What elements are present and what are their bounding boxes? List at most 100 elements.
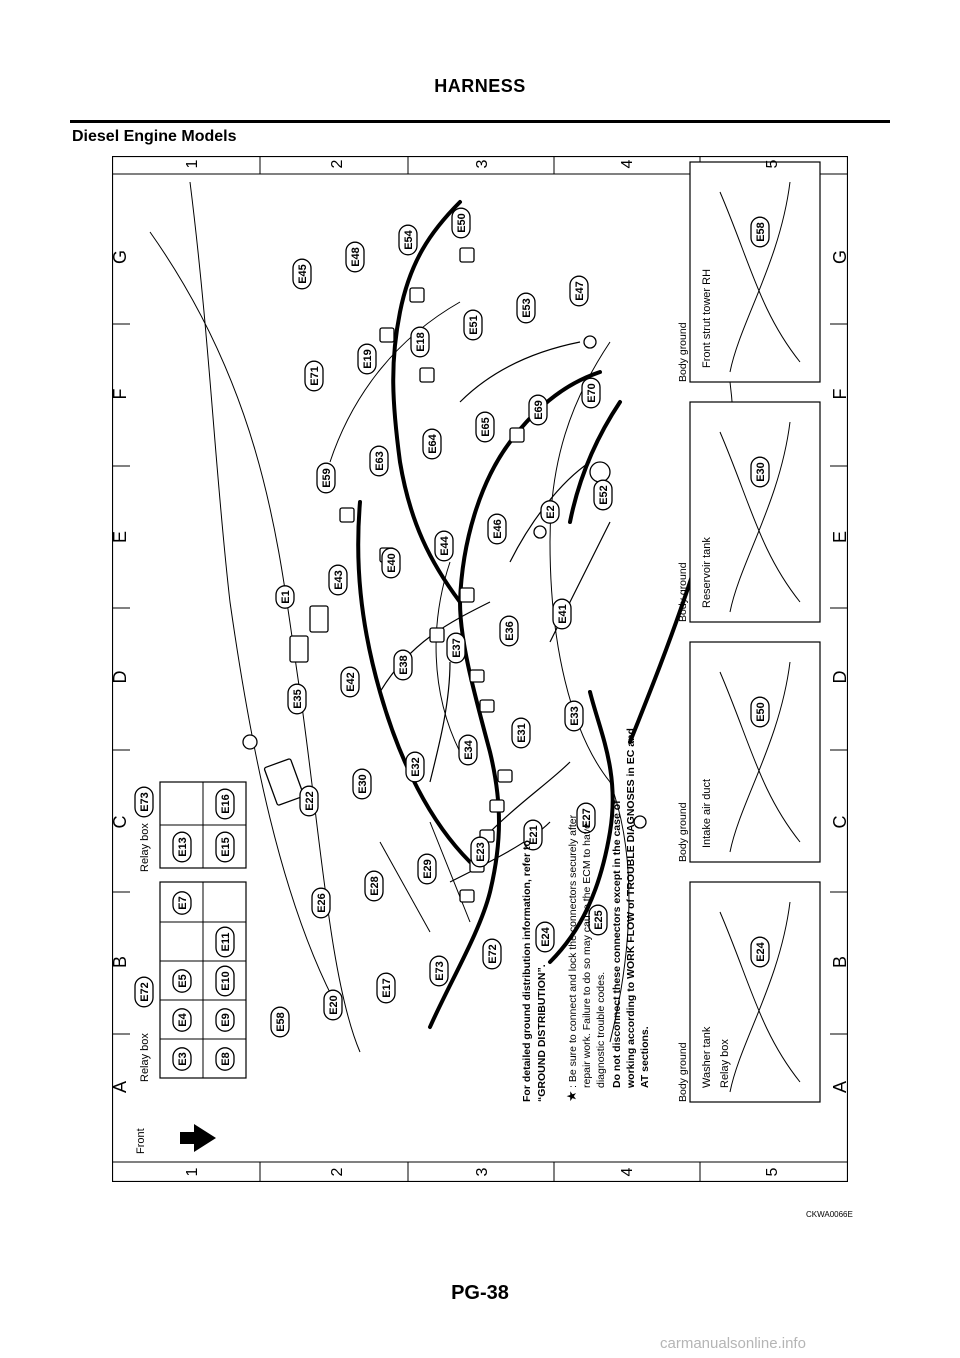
grid-row-5-top: 5 <box>764 159 781 168</box>
connector-e21: E21 <box>523 819 543 851</box>
connector-e18: E18 <box>410 326 430 358</box>
connector-e18-text: E18 <box>415 332 427 352</box>
grid-row-3-top: 3 <box>474 159 491 168</box>
connector-e63: E63 <box>369 445 389 477</box>
relay-cell-e5-text: E5 <box>177 974 189 987</box>
grid-col-c-bottom: C <box>830 816 848 829</box>
connector-e42-text: E42 <box>345 672 357 692</box>
page-number: PG-38 <box>451 1282 509 1304</box>
connector-e20-text: E20 <box>328 995 340 1015</box>
relay-box-1-tag-text: E72 <box>139 982 151 1002</box>
grid-col-g-bottom: G <box>830 250 848 264</box>
grid-col-b-bottom: B <box>830 956 848 968</box>
grid-row-4-top: 4 <box>619 159 636 168</box>
inset-connector-e24-text: E24 <box>755 941 767 961</box>
star-icon: ★ <box>564 1090 579 1102</box>
relay-box-2-tag-text: E73 <box>139 792 151 812</box>
header-rule <box>70 120 890 123</box>
connector-e31-text: E31 <box>516 723 528 743</box>
connector-e72: E72 <box>482 938 502 970</box>
inset-label: Front strut tower RH <box>701 269 713 368</box>
connector-e19-text: E19 <box>362 349 374 369</box>
connector-e58-text: E58 <box>275 1012 287 1032</box>
connector-e46: E46 <box>487 513 507 545</box>
relay-cell-e11: E11 <box>215 926 235 958</box>
connector-e34: E34 <box>458 734 478 766</box>
relay-cell-e15-text: E15 <box>220 837 232 857</box>
connector-e19: E19 <box>357 343 377 375</box>
connector-e28-text: E28 <box>369 876 381 896</box>
grid-col-d-bottom: D <box>830 671 848 684</box>
connector-e21-text: E21 <box>528 825 540 845</box>
connector-e46-text: E46 <box>492 519 504 539</box>
relay-cell-e13-text: E13 <box>177 837 189 857</box>
relay-cell-e3: E3 <box>172 1047 192 1071</box>
connector-e23-text: E23 <box>475 842 487 862</box>
connector-e63-text: E63 <box>374 451 386 471</box>
connector-e43-text: E43 <box>333 570 345 590</box>
connector-e48: E48 <box>345 241 365 273</box>
connector-e69: E69 <box>528 394 548 426</box>
connector-e38-text: E38 <box>398 655 410 675</box>
relay-box-1-label: Relay box <box>139 1033 151 1082</box>
connector-e23: E23 <box>470 836 490 868</box>
disconnect-note: Do not disconnect these connectors excep… <box>611 728 651 1089</box>
connector-e50-text: E50 <box>456 213 468 233</box>
inset-label: Reservoir tank <box>701 537 713 608</box>
inset-connector-e50-text: E50 <box>755 702 767 722</box>
connector-e40: E40 <box>381 547 401 579</box>
connector-e53-text: E53 <box>521 298 533 318</box>
connector-e72-text: E72 <box>487 944 499 964</box>
connector-e25-text: E25 <box>593 910 605 930</box>
connector-e47: E47 <box>569 275 589 307</box>
connector-e37: E37 <box>446 632 466 664</box>
inset-connector-e30: E30 <box>750 456 770 488</box>
relay-cell-e9: E9 <box>215 1008 235 1032</box>
connector-e52: E52 <box>593 479 613 511</box>
connector-e51: E51 <box>463 309 483 341</box>
connector-e20: E20 <box>323 989 343 1021</box>
connector-e40-text: E40 <box>386 553 398 573</box>
relay-cell-e8: E8 <box>215 1047 235 1071</box>
grid-col-f-top: F <box>112 389 130 400</box>
relay-cell-e11-text: E11 <box>220 933 232 952</box>
connector-e26: E26 <box>311 887 331 919</box>
connector-e24: E24 <box>535 921 555 953</box>
connector-e35-text: E35 <box>292 689 304 709</box>
connector-e37-text: E37 <box>451 638 463 658</box>
relay-cell-e5: E5 <box>172 969 192 993</box>
connector-e35: E35 <box>287 683 307 715</box>
grid-row-1-top: 1 <box>184 159 201 168</box>
connector-e2-text: E2 <box>545 505 557 518</box>
inset-label: Relay box <box>719 1039 731 1088</box>
connector-e47-text: E47 <box>574 281 586 301</box>
grid-col-a-bottom: A <box>830 1081 848 1093</box>
relay-cell-e10-text: E10 <box>220 971 232 991</box>
front-label: Front <box>135 1128 147 1154</box>
connector-e69-text: E69 <box>533 400 545 420</box>
ground-info-note: For detailed ground distribution informa… <box>521 840 548 1102</box>
relay-cell-e16: E16 <box>215 788 235 820</box>
connector-e52-text: E52 <box>598 485 610 505</box>
grid-col-a-top: A <box>112 1081 130 1093</box>
connector-e22: E22 <box>299 785 319 817</box>
inset-label: Washer tank <box>701 1026 713 1088</box>
connector-e73-text: E73 <box>434 961 446 981</box>
relay-cell-e8-text: E8 <box>220 1052 232 1065</box>
connector-e59: E59 <box>316 462 336 494</box>
connector-e50: E50 <box>451 207 471 239</box>
connector-e36-text: E36 <box>504 621 516 641</box>
inset-title: Body ground <box>677 322 689 382</box>
connector-e24-text: E24 <box>540 926 552 946</box>
connector-e27-text: E27 <box>581 808 593 828</box>
inset-connector-e50: E50 <box>750 696 770 728</box>
grid-row-2-bottom: 2 <box>329 1167 346 1176</box>
inset-label: Intake air duct <box>701 779 713 848</box>
connector-e2: E2 <box>540 500 560 524</box>
connector-e22-text: E22 <box>304 791 316 811</box>
connector-e36: E36 <box>499 615 519 647</box>
